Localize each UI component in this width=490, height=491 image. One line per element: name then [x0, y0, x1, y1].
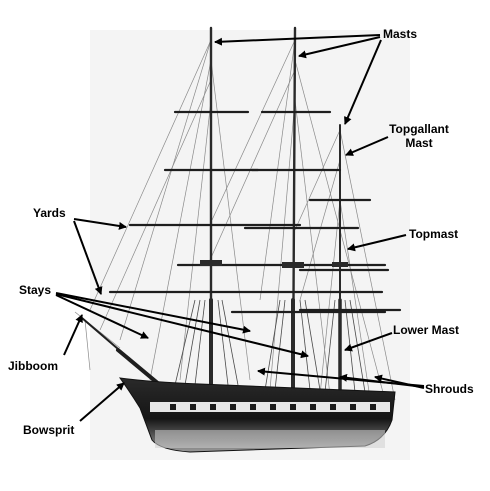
hull-bottom: [155, 430, 385, 448]
label-topgallant-mast: Topgallant Mast: [388, 122, 450, 150]
label-masts: Masts: [383, 27, 418, 41]
label-topgallant-line1: Topgallant: [389, 122, 449, 136]
label-lower-mast: Lower Mast: [393, 323, 460, 337]
mast-tops: [200, 260, 348, 268]
gun-ports: [170, 404, 376, 410]
yards-spars: [108, 110, 402, 314]
label-topmast: Topmast: [409, 227, 459, 241]
label-shrouds: Shrouds: [425, 382, 474, 396]
label-stays: Stays: [19, 283, 52, 297]
label-jibboom: Jibboom: [8, 359, 58, 373]
label-yards: Yards: [33, 206, 66, 220]
label-topgallant-line2: Mast: [405, 136, 433, 150]
label-bowsprit: Bowsprit: [23, 423, 75, 437]
